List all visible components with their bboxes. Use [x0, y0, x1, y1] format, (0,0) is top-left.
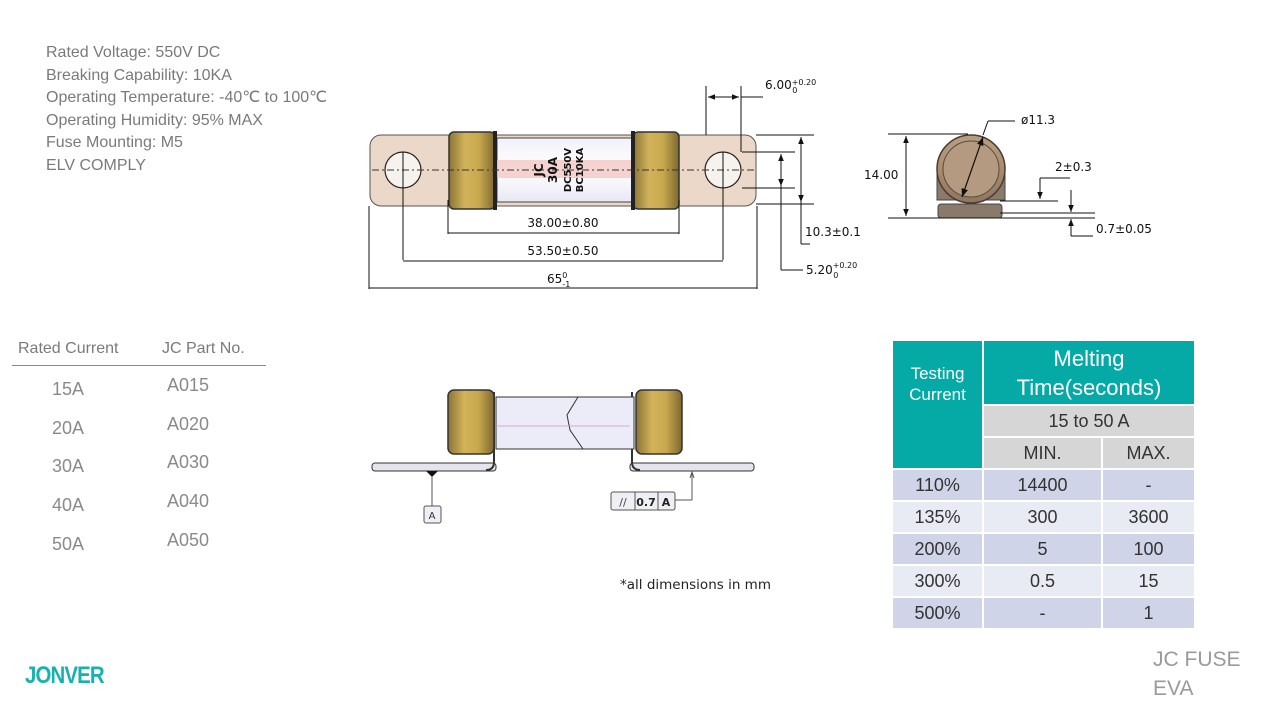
rated-current: 40A — [52, 495, 85, 516]
dimensions-note: *all dimensions in mm — [620, 577, 771, 593]
min-time: 300 — [984, 502, 1101, 532]
svg-text:30A: 30A — [546, 156, 560, 183]
product-line: JC FUSE — [1153, 648, 1241, 671]
fuse-marking: JC 30A DC550V BC10KA — [532, 148, 586, 193]
spec-breaking-capability: Breaking Capability: 10KA — [46, 66, 232, 84]
header-line: Time(seconds) — [1016, 374, 1162, 400]
fuse-top-view: JC 30A DC550V BC10KA 38.00±0.80 53.50±0.… — [368, 78, 861, 289]
table-row: 40A A040 — [12, 482, 266, 521]
dim-overall-length: 650-1 — [547, 271, 570, 289]
product-name: JC FUSE EVA — [1153, 645, 1241, 703]
tolerance-value: 0.7 — [636, 496, 656, 509]
table-row: 15A A015 — [12, 366, 266, 405]
header-melting-time: Melting Time(seconds) — [984, 341, 1194, 404]
table-row: 50A A050 — [12, 521, 266, 560]
table-row: 110%14400- — [893, 470, 1194, 500]
part-no: A015 — [167, 374, 210, 395]
test-current: 500% — [893, 598, 982, 628]
dim-end-diameter: ø11.3 — [1021, 113, 1055, 127]
rated-current: 30A — [52, 456, 85, 477]
spec-rated-voltage: Rated Voltage: 550V DC — [46, 44, 221, 61]
dim-end-thickness: 0.7±0.05 — [1096, 222, 1152, 236]
header-line: Melting — [1053, 345, 1125, 371]
brand-logo: JONVER — [25, 662, 105, 689]
part-no: A020 — [167, 413, 210, 434]
max-time: 15 — [1103, 566, 1194, 596]
current-range: 15 to 50 A — [984, 406, 1194, 436]
rated-current: 50A — [52, 534, 85, 555]
svg-text:BC10KA: BC10KA — [575, 148, 586, 193]
max-time: 1 — [1103, 598, 1194, 628]
part-no: A050 — [167, 530, 210, 551]
header-min: MIN. — [984, 438, 1101, 468]
svg-text:DC550V: DC550V — [563, 148, 574, 193]
melting-time-table: Testing Current Melting Time(seconds) 15… — [891, 339, 1196, 630]
dim-body-length: 38.00±0.80 — [527, 216, 598, 230]
part-number-table: Rated Current JC Part No. 15A A015 20A A02… — [12, 333, 266, 560]
max-time: - — [1103, 470, 1194, 500]
svg-text:JC: JC — [532, 163, 546, 177]
rated-current: 15A — [52, 378, 85, 399]
header-testing-current: Testing Current — [893, 341, 982, 468]
max-time: 3600 — [1103, 502, 1194, 532]
product-variant: EVA — [1153, 677, 1194, 700]
part-no: A040 — [167, 491, 210, 512]
spec-list: Rated Voltage: 550V DC Breaking Capabili… — [46, 42, 327, 178]
rated-current: 20A — [52, 417, 85, 438]
side-cap-right — [635, 389, 683, 455]
table-row: 30A A030 — [12, 444, 266, 483]
tolerance-datum: A — [662, 496, 671, 509]
fuse-element — [497, 160, 632, 178]
min-time: 14400 — [984, 470, 1101, 500]
spec-operating-temperature: Operating Temperature: -40℃ to 100℃ — [46, 89, 328, 107]
table-row: 500%-1 — [893, 598, 1194, 628]
tolerance-frame — [610, 491, 676, 511]
min-time: 5 — [984, 534, 1101, 564]
datum-label: A — [429, 511, 436, 522]
header-line: Current — [909, 385, 966, 404]
dim-end-offset: 2±0.3 — [1055, 160, 1092, 174]
header-max: MAX. — [1103, 438, 1194, 468]
header-rated-current: Rated Current — [18, 340, 119, 357]
test-current: 200% — [893, 534, 982, 564]
parallelism-symbol: // — [619, 496, 627, 509]
table-row: 20A A020 — [12, 405, 266, 444]
side-cap-left — [447, 389, 495, 455]
fuse-end-view: ø11.3 14.00 2±0.3 0.7±0.05 — [864, 113, 1152, 237]
test-current: 135% — [893, 502, 982, 532]
spec-elv: ELV COMPLY — [46, 156, 146, 174]
header-part-no: JC Part No. — [162, 340, 245, 357]
spec-fuse-mounting: Fuse Mounting: M5 — [46, 134, 183, 152]
fuse-side-view: A // 0.7 A — [371, 389, 755, 524]
max-time: 100 — [1103, 534, 1194, 564]
part-table-header: Rated Current JC Part No. — [12, 333, 266, 366]
header-line: Testing — [910, 364, 965, 383]
spec-operating-humidity: Operating Humidity: 95% MAX — [46, 111, 263, 129]
part-no: A030 — [167, 452, 210, 473]
test-current: 300% — [893, 566, 982, 596]
min-time: 0.5 — [984, 566, 1101, 596]
dim-tab-width: 10.3±0.1 — [805, 225, 861, 239]
min-time: - — [984, 598, 1101, 628]
dim-hole-spacing: 53.50±0.50 — [527, 244, 598, 258]
test-current: 110% — [893, 470, 982, 500]
dim-end-height: 14.00 — [864, 168, 898, 182]
